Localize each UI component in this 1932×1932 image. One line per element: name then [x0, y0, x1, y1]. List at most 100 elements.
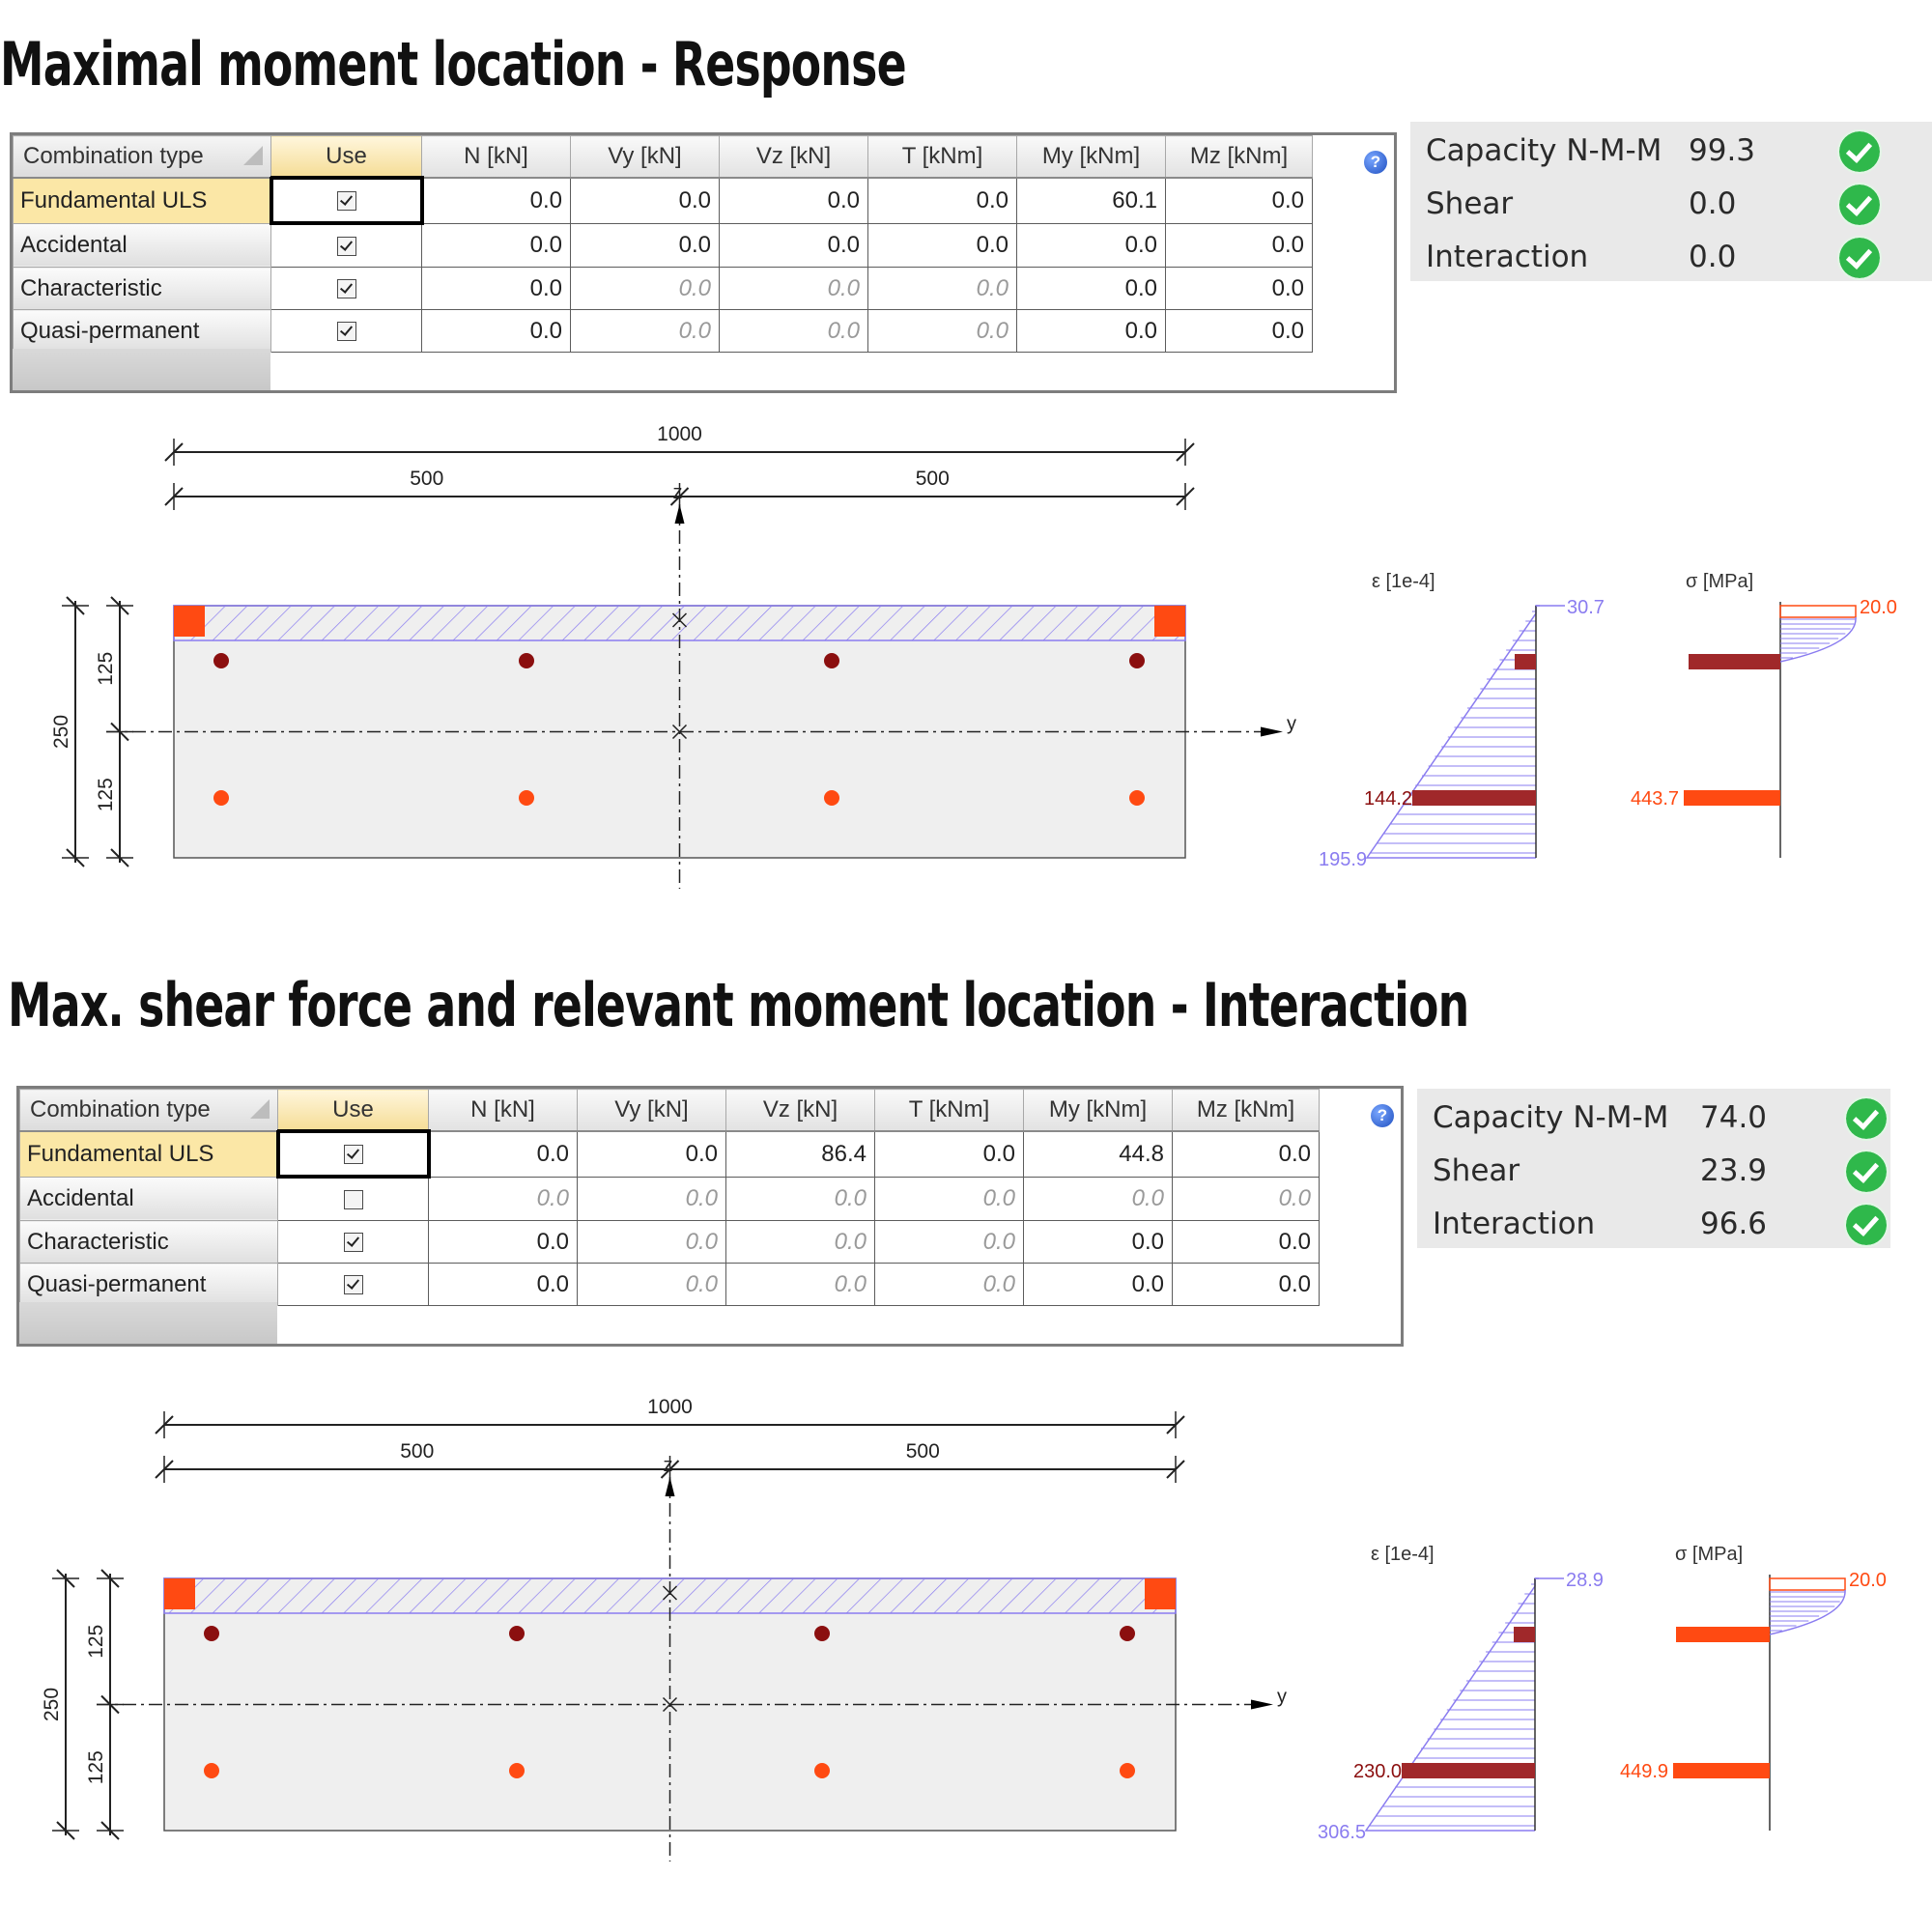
cell-n[interactable]: 0.0: [428, 1263, 578, 1306]
row-header-combination-type[interactable]: Characteristic: [13, 267, 271, 310]
use-cell[interactable]: [269, 176, 424, 225]
cell-vz[interactable]: 0.0: [725, 1263, 875, 1306]
cell-t[interactable]: 0.0: [874, 1220, 1024, 1264]
cell-vy[interactable]: 0.0: [577, 1263, 726, 1306]
cell-my[interactable]: 44.8: [1023, 1130, 1173, 1178]
cell-my[interactable]: 0.0: [1023, 1176, 1173, 1221]
cell-my[interactable]: 0.0: [1016, 267, 1166, 310]
help-icon[interactable]: ?: [1371, 1104, 1394, 1127]
cell-vy[interactable]: 0.0: [570, 267, 720, 310]
cell-mz[interactable]: 0.0: [1165, 222, 1313, 268]
column-header-combination-type[interactable]: Combination type: [13, 135, 271, 179]
cell-vz[interactable]: 86.4: [725, 1130, 875, 1178]
cell-mz[interactable]: 0.0: [1172, 1130, 1320, 1178]
cell-my[interactable]: 60.1: [1016, 177, 1166, 224]
column-header-combination-type[interactable]: Combination type: [19, 1089, 278, 1132]
cell-mz[interactable]: 0.0: [1172, 1263, 1320, 1306]
cell-mz[interactable]: 0.0: [1165, 177, 1313, 224]
cell-my[interactable]: 0.0: [1016, 222, 1166, 268]
cell-vz[interactable]: 0.0: [719, 267, 868, 310]
cell-vz[interactable]: 0.0: [725, 1176, 875, 1221]
column-header-my[interactable]: My [kNm]: [1023, 1089, 1173, 1132]
cell-n[interactable]: 0.0: [421, 267, 571, 310]
cell-mz[interactable]: 0.0: [1172, 1220, 1320, 1264]
cell-vy[interactable]: 0.0: [577, 1220, 726, 1264]
row-header-combination-type[interactable]: Characteristic: [19, 1220, 278, 1264]
column-header-n[interactable]: N [kN]: [421, 135, 571, 179]
column-header-use[interactable]: Use: [277, 1089, 429, 1132]
row-header-combination-type[interactable]: Accidental: [13, 222, 271, 268]
column-header-n[interactable]: N [kN]: [428, 1089, 578, 1132]
cell-my[interactable]: 0.0: [1023, 1220, 1173, 1264]
use-cell[interactable]: [277, 1176, 429, 1221]
cell-n[interactable]: 0.0: [421, 177, 571, 224]
cell-vy[interactable]: 0.0: [577, 1130, 726, 1178]
cell-vz[interactable]: 0.0: [719, 309, 868, 353]
cell-t[interactable]: 0.0: [874, 1176, 1024, 1221]
cell-t[interactable]: 0.0: [867, 177, 1017, 224]
cell-mz[interactable]: 0.0: [1172, 1176, 1320, 1221]
use-checkbox[interactable]: [343, 1190, 363, 1210]
use-checkbox[interactable]: [343, 1275, 363, 1295]
use-checkbox[interactable]: [336, 279, 356, 299]
cell-vy[interactable]: 0.0: [570, 177, 720, 224]
column-header-mz[interactable]: Mz [kNm]: [1172, 1089, 1320, 1132]
cell-n[interactable]: 0.0: [421, 309, 571, 353]
cell-n[interactable]: 0.0: [421, 222, 571, 268]
cell-t[interactable]: 0.0: [874, 1130, 1024, 1178]
cell-n[interactable]: 0.0: [428, 1130, 578, 1178]
column-header-my[interactable]: My [kNm]: [1016, 135, 1166, 179]
cell-my[interactable]: 0.0: [1016, 309, 1166, 353]
row-header-combination-type[interactable]: Accidental: [19, 1176, 278, 1221]
column-header-mz[interactable]: Mz [kNm]: [1165, 135, 1313, 179]
cell-vy[interactable]: 0.0: [570, 222, 720, 268]
use-checkbox[interactable]: [336, 322, 356, 342]
cell-t[interactable]: 0.0: [867, 222, 1017, 268]
cell-mz[interactable]: 0.0: [1165, 267, 1313, 310]
cell-vy[interactable]: 0.0: [577, 1176, 726, 1221]
column-header-vz[interactable]: Vz [kN]: [725, 1089, 875, 1132]
use-cell[interactable]: [270, 267, 422, 310]
use-cell[interactable]: [275, 1129, 431, 1179]
column-header-t[interactable]: T [kNm]: [874, 1089, 1024, 1132]
use-checkbox[interactable]: [343, 1233, 363, 1253]
column-header-t[interactable]: T [kNm]: [867, 135, 1017, 179]
cell-t[interactable]: 0.0: [874, 1263, 1024, 1306]
cell-vz[interactable]: 0.0: [719, 222, 868, 268]
cell-t[interactable]: 0.0: [867, 309, 1017, 353]
cell-mz[interactable]: 0.0: [1165, 309, 1313, 353]
cell-n[interactable]: 0.0: [428, 1176, 578, 1221]
use-checkbox[interactable]: [336, 191, 356, 212]
use-cell[interactable]: [277, 1220, 429, 1264]
use-cell[interactable]: [277, 1263, 429, 1306]
cell-my[interactable]: 0.0: [1023, 1263, 1173, 1306]
use-cell[interactable]: [270, 309, 422, 353]
use-checkbox[interactable]: [343, 1145, 363, 1165]
column-header-vy[interactable]: Vy [kN]: [577, 1089, 726, 1132]
column-header-vy[interactable]: Vy [kN]: [570, 135, 720, 179]
column-header-use[interactable]: Use: [270, 135, 422, 179]
combination-grid[interactable]: Combination type Use N [kN] Vy [kN] Vz […: [16, 1086, 1404, 1347]
cell-vy[interactable]: 0.0: [570, 309, 720, 353]
cell-t[interactable]: 0.0: [867, 267, 1017, 310]
row-header-combination-type[interactable]: Fundamental ULS: [13, 177, 271, 224]
row-header-combination-type[interactable]: Quasi-permanent: [19, 1263, 278, 1306]
column-header-vz[interactable]: Vz [kN]: [719, 135, 868, 179]
cell-vz[interactable]: 0.0: [725, 1220, 875, 1264]
row-header-combination-type[interactable]: Fundamental ULS: [19, 1130, 278, 1178]
row-header-combination-type[interactable]: Quasi-permanent: [13, 309, 271, 353]
cell-vz[interactable]: 0.0: [719, 177, 868, 224]
cell-n[interactable]: 0.0: [428, 1220, 578, 1264]
use-checkbox[interactable]: [336, 237, 356, 257]
help-icon[interactable]: ?: [1364, 151, 1387, 174]
combination-grid[interactable]: Combination type Use N [kN] Vy [kN] Vz […: [10, 132, 1397, 393]
use-cell[interactable]: [270, 222, 422, 268]
